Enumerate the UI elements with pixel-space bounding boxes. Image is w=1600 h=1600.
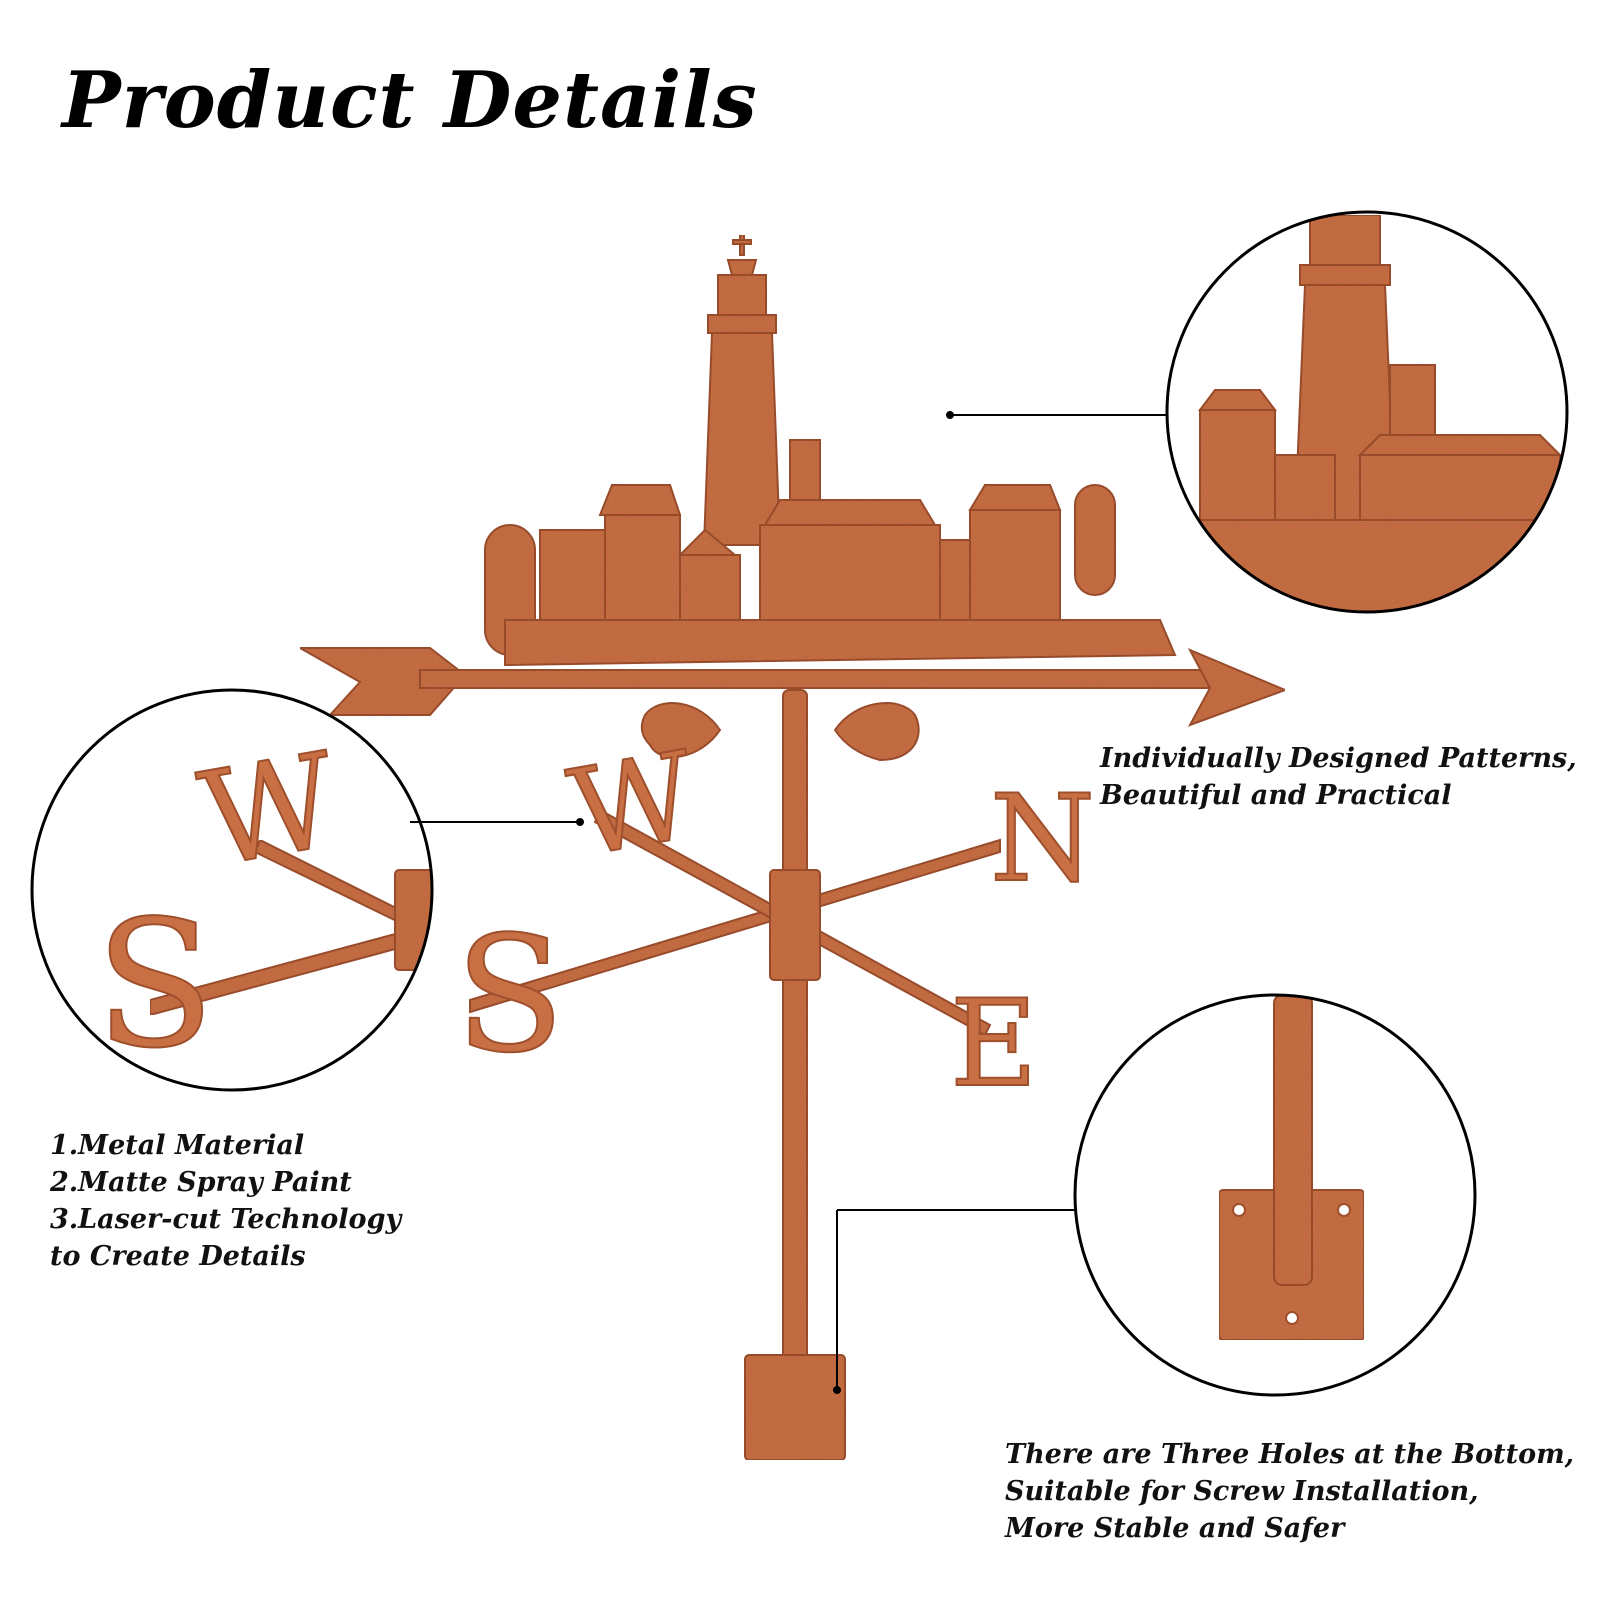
- mounting-pole: [782, 689, 808, 1411]
- compass-letter-e: E: [950, 975, 1038, 1114]
- caption-installation: There are Three Holes at the Bottom, Sui…: [1005, 1436, 1574, 1547]
- detail-letter-s: S: [95, 884, 215, 1087]
- compass-letter-w: W: [560, 726, 706, 884]
- detail-circle-base-plate: [1073, 993, 1477, 1397]
- detail-circle-lighthouse: [1165, 210, 1569, 614]
- callout-lines: [410, 411, 1167, 1394]
- screw-hole: [1232, 1203, 1246, 1217]
- page-title: Product Details: [62, 55, 758, 146]
- scroll-decoration: [640, 702, 920, 762]
- base-plate: [744, 1354, 846, 1461]
- compass-letter-s: S: [455, 901, 565, 1088]
- lighthouse: [702, 234, 782, 546]
- caption-line: 1.Metal Material: [50, 1130, 305, 1161]
- caption-material: 1.Metal Material 2.Matte Spray Paint 3.L…: [50, 1127, 401, 1275]
- compass-letter-n: N: [990, 770, 1095, 909]
- caption-line: to Create Details: [50, 1241, 306, 1272]
- compass-arms: [469, 808, 1001, 1037]
- caption-line: Beautiful and Practical: [1100, 780, 1452, 811]
- arrow-pointer: [296, 647, 1288, 727]
- weathervane: [296, 234, 1288, 1461]
- caption-line: Suitable for Screw Installation,: [1005, 1476, 1479, 1507]
- caption-line: 3.Laser-cut Technology: [50, 1204, 402, 1235]
- detail-letter-w: W: [190, 724, 348, 897]
- caption-line: More Stable and Safer: [1005, 1513, 1345, 1544]
- caption-line: There are Three Holes at the Bottom,: [1005, 1439, 1575, 1470]
- screw-hole: [1337, 1203, 1351, 1217]
- screw-hole: [1285, 1311, 1299, 1325]
- caption-line: Individually Designed Patterns,: [1100, 743, 1577, 774]
- rock-base: [504, 619, 1177, 667]
- caption-patterns: Individually Designed Patterns, Beautifu…: [1100, 740, 1577, 814]
- detail-circle-compass: W S: [30, 688, 434, 1092]
- caption-line: 2.Matte Spray Paint: [50, 1167, 352, 1198]
